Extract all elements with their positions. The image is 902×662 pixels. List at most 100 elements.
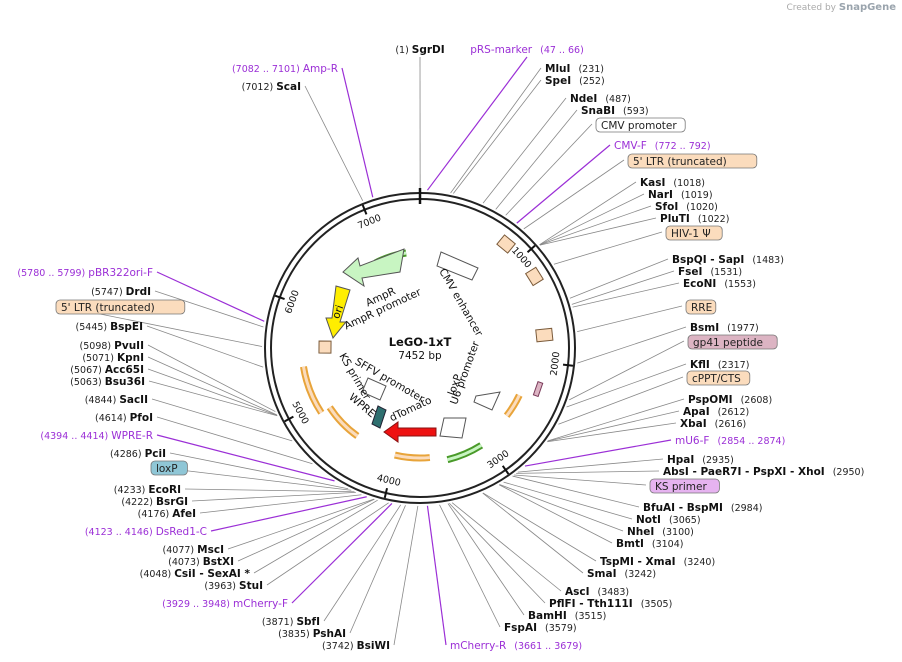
ltr-left-glyph [318,340,332,354]
label-bsiwi: (3742) BsiWI [322,640,390,652]
leader-pflfi [448,502,546,604]
snapgene-logo: SnapGene [838,2,896,13]
label-econi: EcoNI (1553) [683,278,756,290]
tick-label: 6000 [283,289,302,315]
cppt-box [686,370,751,386]
ecori-name: EcoRI [148,484,181,496]
sacii-text: (4844) SacII [85,394,148,406]
leader-cmv-f [516,144,611,224]
leader-pcii [169,452,349,490]
bsiwi-name: BsiWI [357,640,390,652]
dsred1c-name: DsRed1-C [156,526,207,538]
sbfi-text: (3871) SbfI [262,616,320,628]
label-cppt: cPPT/CTS [686,370,751,386]
absi-position: (2950) [833,467,865,478]
bamhi-name: BamHI [528,610,567,622]
sbfi-name: SbfI [296,616,320,628]
loxp-box-box [150,460,188,476]
label-fsei: FseI(1531) [678,266,742,278]
label-bamhi: BamHI (3515) [528,610,606,622]
snabi-text: SnaBI(593) [581,105,649,117]
label-ks-primer-box: KS primer [649,478,720,494]
label-acc65i: (5067) Acc65I [70,364,144,376]
ltr-left-name: 5' LTR (truncated) [61,302,155,314]
smai-name: SmaI [587,568,617,580]
bfuai-name: BfuAI - BspMI [643,502,723,514]
pfoi-text: (4614) PfoI [95,412,153,424]
kfli-text: KflI(2317) [690,359,749,371]
kfli-name: KflI [690,359,710,371]
label-pvuii: (5098) PvuII [80,340,144,352]
tick-mark [501,465,510,475]
csii-text: (4048) CsiI - SexAI * [140,568,251,580]
scai-name: ScaI [276,81,301,93]
plasmid-length: 7452 bp [398,350,442,362]
leader-kasi [539,181,637,246]
drdi-position: (5747) [91,287,126,298]
rre-name: RRE [691,302,712,314]
acc65i-text: (5067) Acc65I [70,364,144,376]
bmti-name: BmtI [616,538,644,550]
pcii-position: (4286) [110,449,145,460]
mcherry-r-position: (3661 .. 3679) [514,641,582,652]
leader-scai [304,85,364,201]
amp-r-name: Amp-R [303,63,338,75]
pvuii-position: (5098) [80,341,115,352]
fsei-text: FseI(1531) [678,266,742,278]
leader-sbfi [323,504,402,622]
leader-bsmi [577,326,687,364]
scai-text: (7012) ScaI [242,81,301,93]
asci-position: (3483) [598,587,630,598]
pspomi-position: (2608) [741,395,773,406]
bsrgi-name: BsrGI [156,496,188,508]
kasi-text: KasI(1018) [640,177,705,189]
ndei-name: NdeI [570,93,597,105]
cppt-arc-fill [505,394,521,417]
tspmi-position: (3240) [684,557,716,568]
prs-marker-position: (47 .. 66) [540,45,584,56]
cmv-enhancer-label: CMV enhancer [436,266,485,339]
tick-mark [562,363,574,367]
tick-mark [361,204,368,215]
leader-fspai [439,504,501,628]
cmv-promoter-name: CMV promoter [601,120,677,132]
loxp-arrow [439,417,467,439]
label-plutii: PluTI(1022) [660,213,729,225]
pvuii-name: PvuII [114,340,144,352]
bsmi-text: BsmI(1977) [690,322,759,334]
label-hpai: HpaI(2935) [667,454,734,466]
bsiwi-position: (3742) [322,641,357,652]
leader-sfoi [539,205,652,246]
msci-name: MscI [197,544,224,556]
smai-position: (3242) [625,569,657,580]
cmv-promoter-box [595,117,686,133]
leader-neei [499,484,624,532]
sbfi-position: (3871) [262,617,297,628]
leader-pshai [349,505,406,634]
nari-text: NarI(1019) [648,189,713,201]
label-csii: (4048) CsiI - SexAI * [140,568,251,580]
amp-r-position: (7082 .. 7101) [232,64,303,75]
mcherry-f-position: (3929 .. 3948) [162,599,233,610]
leader-kpni [147,356,277,416]
leader-pbr322 [156,271,265,322]
mlui-position: (231) [578,64,604,75]
leader-absi [516,470,660,474]
loxp-box-name: loxP [156,463,178,475]
tick-label: 4000 [376,473,402,489]
tick-mark [284,415,294,423]
ampr-arrow [342,248,405,288]
label-bmti: BmtI(3104) [616,538,683,550]
plasmid-name: LeGO-1xT [389,335,452,349]
label-afei: (4176) AfeI [138,508,196,520]
acc65i-position: (5067) [70,365,105,376]
ks-primer-box-name: KS primer [655,481,707,493]
asci-text: AscI(3483) [565,586,629,598]
bamhi-position: (3515) [575,611,607,622]
leader-nari [539,193,645,246]
econi-name: EcoNI [683,278,716,290]
econi-position: (1553) [724,279,756,290]
leader-msci [227,498,375,550]
fsei-name: FseI [678,266,702,278]
